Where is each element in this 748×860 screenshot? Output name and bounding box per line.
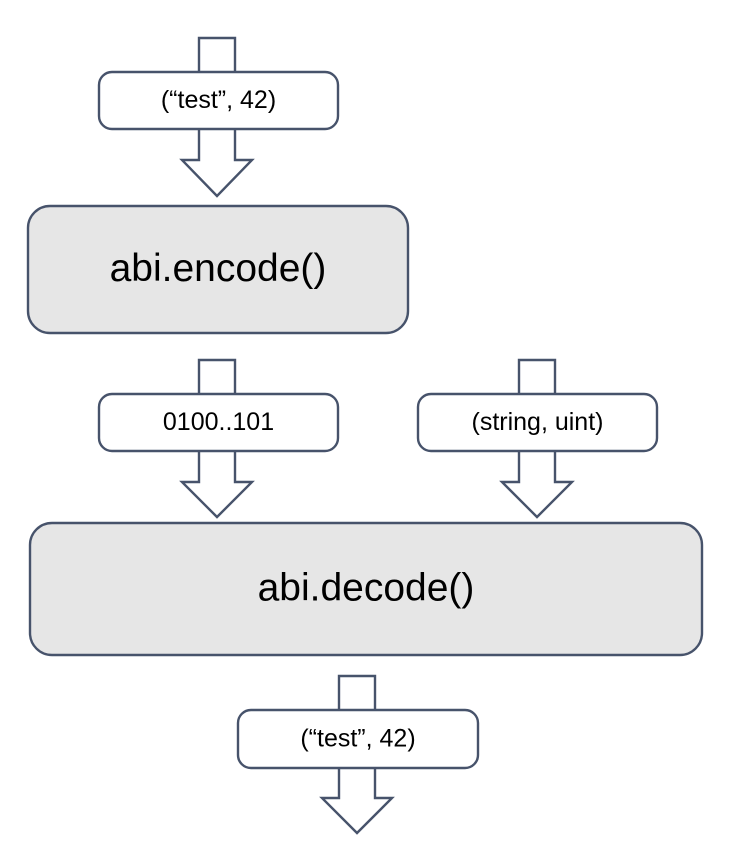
node-label-abi-encode: abi.encode()	[110, 247, 327, 290]
nodes-layer: (“test”, 42) abi.encode() 0100..101 (string…	[26, 70, 704, 770]
arrow-tail-stub	[517, 358, 557, 396]
diagram-node-abi-decode: abi.decode()	[28, 521, 704, 657]
flow-arrow	[179, 125, 255, 198]
node-box-encoded-bytes	[97, 392, 340, 453]
node-box-abi-decode	[28, 521, 704, 657]
node-box-type-tuple	[416, 392, 659, 453]
diagram-node-type-tuple: (string, uint)	[416, 392, 659, 453]
diagram-node-abi-encode: abi.encode()	[26, 204, 410, 335]
arrow-tail-stub	[197, 358, 237, 396]
diagram-node-output-tuple: (“test”, 42)	[236, 708, 480, 770]
arrow-tail-stub	[337, 674, 377, 712]
diagram-node-input-tuple: (“test”, 42)	[97, 70, 340, 131]
flow-arrow	[319, 764, 395, 835]
flow-arrow	[499, 447, 575, 519]
node-label-input-tuple: (“test”, 42)	[161, 86, 276, 114]
node-label-encoded-bytes: 0100..101	[163, 408, 274, 436]
node-label-output-tuple: (“test”, 42)	[300, 725, 415, 753]
arrow-tail-stub	[197, 36, 237, 74]
node-label-type-tuple: (string, uint)	[472, 408, 604, 436]
flow-arrow	[179, 447, 255, 519]
node-box-input-tuple	[97, 70, 340, 131]
node-box-output-tuple	[236, 708, 480, 770]
connectors-layer	[179, 36, 575, 835]
node-label-abi-decode: abi.decode()	[258, 566, 475, 609]
diagram-node-encoded-bytes: 0100..101	[97, 392, 340, 453]
node-box-abi-encode	[26, 204, 410, 335]
